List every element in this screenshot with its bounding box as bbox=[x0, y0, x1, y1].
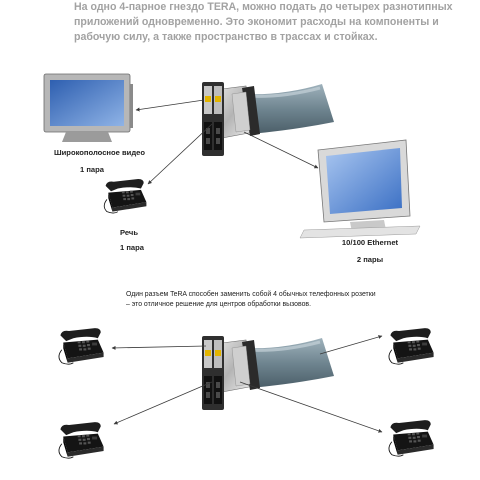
arrow-to-phone-top-right bbox=[319, 335, 383, 355]
arrow-to-phone-top-left bbox=[111, 345, 207, 350]
tv-label: Широкополосное видео bbox=[54, 148, 146, 157]
arrow-to-tv bbox=[135, 99, 205, 112]
bottom-tera-connector bbox=[200, 334, 336, 412]
intro-text: На одно 4-парное гнездо TERA, можно пода… bbox=[74, 1, 453, 43]
ethernet-label: 10/100 Ethernet bbox=[341, 238, 399, 247]
voice-label: Речь bbox=[120, 228, 138, 237]
top-tera-connector bbox=[200, 80, 336, 158]
call-center-phone-icon bbox=[388, 327, 435, 365]
voice-phone-icon bbox=[103, 178, 147, 214]
call-center-phone-icon bbox=[58, 421, 105, 459]
call-center-phone-icon bbox=[58, 327, 105, 365]
arrow-to-monitor bbox=[243, 131, 319, 169]
call-center-note: Один разъем TeRA способен заменить собой… bbox=[126, 291, 376, 308]
top-arrows bbox=[135, 99, 319, 185]
arrow-to-phone bbox=[147, 123, 213, 185]
tv-icon bbox=[43, 73, 133, 142]
ethernet-pairs-label: 2 пары bbox=[356, 255, 384, 264]
bottom-arrows bbox=[111, 335, 383, 433]
tv-pairs-label: 1 пара bbox=[80, 165, 105, 174]
arrow-to-phone-bottom-left bbox=[113, 381, 213, 425]
voice-pairs-label: 1 пара bbox=[120, 243, 145, 252]
monitor-icon bbox=[299, 139, 421, 239]
call-center-phone-icon bbox=[388, 419, 435, 457]
arrow-to-phone-bottom-right bbox=[239, 381, 383, 433]
